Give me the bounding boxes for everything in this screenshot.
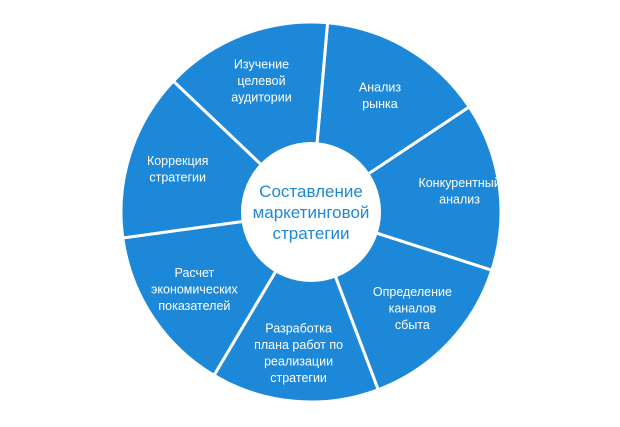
segment-label-4-line: стратегии (270, 371, 327, 385)
segment-label-5-line: Расчет (175, 266, 215, 280)
segment-label-4-line: Разработка (265, 322, 332, 336)
segment-label-3-line: Определение (373, 285, 452, 299)
segment-label-3-line: каналов (389, 302, 437, 316)
segment-label-6-line: Коррекция (147, 154, 208, 168)
segment-label-2-line: Конкурентный (418, 176, 500, 190)
segment-label-6-line: стратегии (149, 170, 206, 184)
segment-label-6: Коррекция стратегии (147, 154, 208, 185)
center-title-line: Составление (259, 182, 363, 201)
segment-label-1-line: Анализ (359, 81, 401, 95)
center-title-line: маркетинговой (253, 203, 370, 222)
segment-label-4-line: плана работ по (254, 338, 343, 352)
segment-2 (307, 104, 503, 273)
segment-label-7: Изучение целевой аудитории (231, 58, 291, 105)
segment-label-5: Расчет экономических показателей (151, 266, 239, 313)
segment-label-7-line: Изучение (234, 58, 289, 72)
center-circle (241, 142, 381, 282)
segment-label-4: Разработка плана работ по реализации страте… (254, 322, 343, 386)
center-title: Составление маркетинговой стратегии (253, 182, 370, 243)
segment-label-1: Анализ рынка (359, 81, 401, 112)
segment-label-7-line: целевой (237, 74, 285, 88)
segment-label-3: Определение каналов сбыта (373, 285, 452, 332)
segment-4 (211, 208, 381, 404)
segment-label-5-line: экономических (151, 282, 239, 296)
segment-label-7-line: аудитории (231, 91, 291, 105)
segment-label-2: Конкурентный анализ (418, 176, 500, 207)
segment-label-1-line: рынка (362, 97, 398, 111)
segment-label-5-line: показателей (158, 299, 230, 313)
center-title-line: стратегии (272, 224, 349, 243)
segment-label-3-line: сбыта (395, 318, 430, 332)
segment-label-4-line: реализации (264, 355, 333, 369)
segment-label-2-line: анализ (439, 193, 480, 207)
